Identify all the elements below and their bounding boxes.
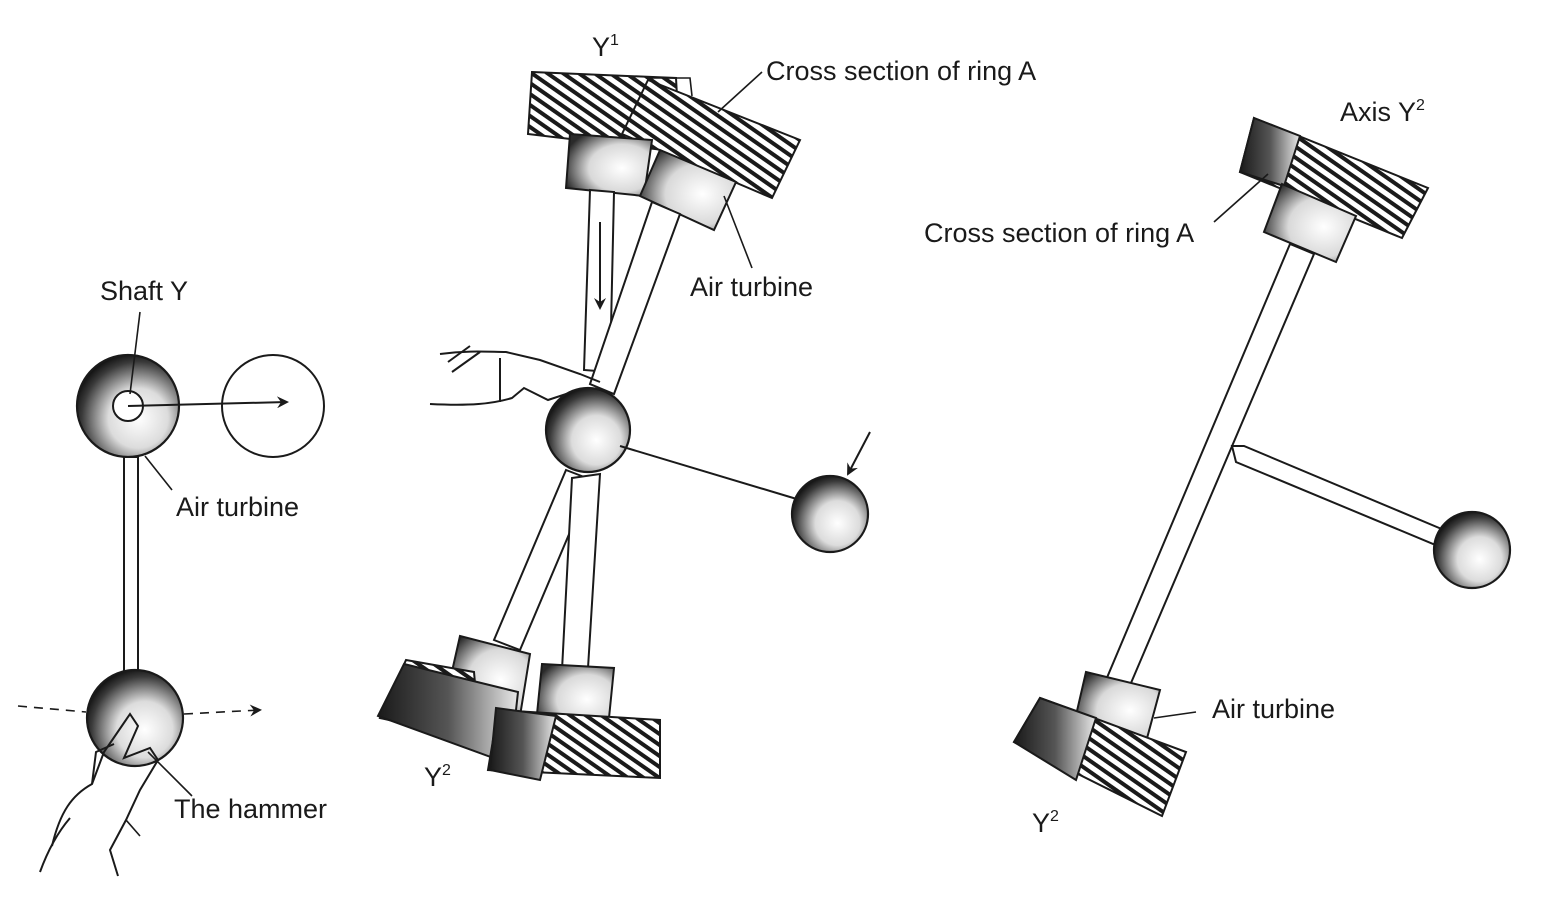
top-ring-a-section (526, 70, 802, 232)
weight-arrow (847, 431, 871, 476)
shaft-direction-arrow (127, 396, 289, 409)
hand-with-hammer (39, 712, 160, 877)
hammer-path-right (183, 704, 262, 717)
hammer-path-left (17, 705, 87, 713)
bottom-ring-a-section-right (1012, 670, 1188, 818)
label-axis-y2: Axis Y2 (1340, 97, 1425, 127)
air-turbine-right-leader (1153, 711, 1197, 719)
air-turbine-leader-left (144, 455, 173, 491)
label-air-turbine-mid: Air turbine (690, 272, 813, 302)
middle-figure (376, 70, 871, 782)
side-arm-right (1230, 445, 1446, 548)
pushing-hand (429, 345, 611, 411)
cross-section-right-leader (1213, 173, 1269, 223)
label-shaft-y: Shaft Y (100, 276, 188, 306)
hammer-leader (147, 751, 193, 797)
right-figure (1012, 116, 1512, 818)
middle-shafts (492, 188, 682, 672)
connecting-rod (123, 456, 139, 676)
left-figure (17, 311, 325, 877)
label-cross-section-right: Cross section of ring A (924, 218, 1194, 248)
label-air-turbine-right: Air turbine (1212, 694, 1335, 724)
top-ring-a-section-right (1238, 116, 1430, 264)
cross-section-mid-leader (717, 71, 763, 113)
weight-arm (619, 445, 801, 501)
weight-ball (790, 474, 870, 554)
bottom-ring-a-section (376, 634, 661, 782)
hammer-ball (85, 668, 185, 768)
label-air-turbine-left: Air turbine (176, 492, 299, 522)
turbine-outline-circle (221, 354, 325, 458)
central-pivot-ball (544, 386, 632, 474)
air-turbine-mid-leader (723, 195, 753, 269)
label-y1-mid: Y1 (592, 32, 619, 62)
label-the-hammer: The hammer (174, 794, 327, 824)
label-cross-section-mid: Cross section of ring A (766, 56, 1036, 86)
shaft-y-leader (129, 311, 141, 395)
weight-ball-right (1432, 510, 1512, 590)
label-y2-mid: Y2 (424, 762, 451, 792)
label-y2-right: Y2 (1032, 808, 1059, 838)
